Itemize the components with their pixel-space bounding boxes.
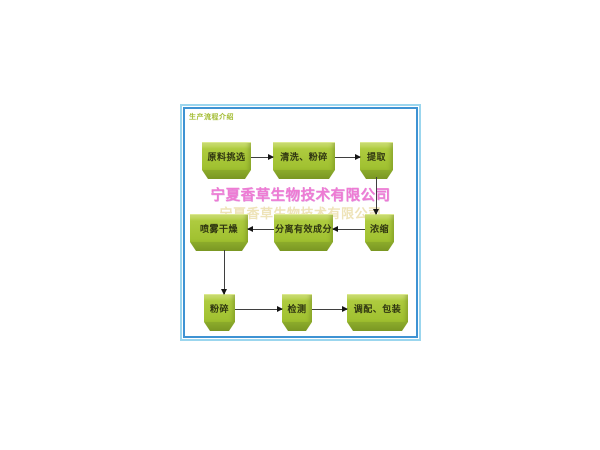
node-label: 浓缩 bbox=[369, 225, 389, 235]
arrow-select-to-wash bbox=[251, 154, 274, 160]
node-bevel bbox=[282, 322, 312, 331]
flow-node-blend-package: 调配、包装 bbox=[347, 294, 408, 331]
node-label: 清洗、粉碎 bbox=[280, 153, 328, 163]
watermark-company-name: 宁夏香草生物技术有限公司 bbox=[210, 187, 391, 204]
flow-node-separate-active-ingredients: 分离有效成分 bbox=[274, 214, 333, 251]
node-bevel bbox=[360, 170, 393, 179]
node-label: 提取 bbox=[366, 153, 386, 163]
node-label: 喷雾干燥 bbox=[199, 225, 238, 235]
node-label: 粉碎 bbox=[209, 305, 229, 315]
flow-node-test: 检测 bbox=[282, 294, 312, 331]
node-face: 浓缩 bbox=[365, 214, 394, 242]
arrow-spraydry-to-crush bbox=[221, 250, 227, 295]
flowchart-title: 生产流程介绍 bbox=[189, 113, 234, 121]
arrow-separate-to-spraydry bbox=[247, 226, 274, 232]
flow-node-raw-material-selection: 原料挑选 bbox=[202, 142, 251, 179]
node-face: 喷雾干燥 bbox=[190, 214, 248, 242]
arrow-test-to-package bbox=[312, 306, 348, 312]
node-label: 调配、包装 bbox=[353, 305, 402, 315]
node-face: 提取 bbox=[360, 142, 393, 170]
node-label: 原料挑选 bbox=[207, 153, 246, 163]
node-bevel bbox=[347, 322, 408, 331]
flow-node-concentrate: 浓缩 bbox=[365, 214, 394, 251]
flowchart-frame: 生产流程介绍 宁夏香草生物技术有限公司 原料挑选 清洗、粉碎 提取 喷雾干燥 bbox=[180, 104, 421, 341]
arrow-extract-to-concentrate bbox=[373, 177, 379, 215]
node-label: 分离有效成分 bbox=[274, 225, 332, 235]
node-face: 调配、包装 bbox=[347, 294, 408, 322]
node-bevel bbox=[273, 170, 335, 179]
flow-node-spray-dry: 喷雾干燥 bbox=[190, 214, 248, 251]
node-bevel bbox=[204, 322, 235, 331]
flow-node-extract: 提取 bbox=[360, 142, 393, 179]
arrow-crush-to-test bbox=[235, 306, 283, 312]
node-bevel bbox=[274, 242, 333, 251]
flow-node-crush: 粉碎 bbox=[204, 294, 235, 331]
flow-node-wash-crush: 清洗、粉碎 bbox=[273, 142, 335, 179]
node-face: 清洗、粉碎 bbox=[273, 142, 335, 170]
node-label: 检测 bbox=[287, 305, 307, 315]
node-face: 检测 bbox=[282, 294, 312, 322]
node-face: 原料挑选 bbox=[202, 142, 251, 170]
node-bevel bbox=[202, 170, 251, 179]
arrow-concentrate-to-separate bbox=[332, 226, 365, 232]
arrow-wash-to-extract bbox=[335, 154, 361, 160]
node-face: 分离有效成分 bbox=[274, 214, 333, 242]
node-face: 粉碎 bbox=[204, 294, 235, 322]
node-bevel bbox=[365, 242, 394, 251]
node-bevel bbox=[190, 242, 248, 251]
